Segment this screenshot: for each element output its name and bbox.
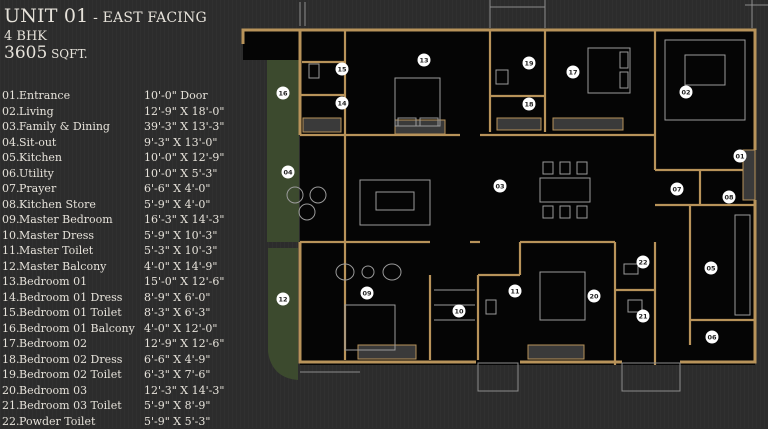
- room-label-text: 12: [278, 296, 287, 304]
- room-label-text: 18: [524, 101, 534, 109]
- room-label-text: 07: [672, 186, 681, 194]
- room-label-text: 08: [724, 194, 734, 202]
- room-label-text: 10: [454, 308, 464, 316]
- room-label-11: 11: [509, 285, 522, 298]
- room-label-04: 04: [282, 166, 295, 179]
- room-label-12: 12: [277, 293, 290, 306]
- room-label-text: 11: [510, 288, 520, 296]
- exterior-lines: [300, 0, 768, 28]
- room-label-text: 22: [638, 259, 647, 267]
- room-label-text: 20: [589, 293, 599, 301]
- room-label-07: 07: [671, 183, 684, 196]
- room-label-10: 10: [453, 305, 466, 318]
- room-label-18: 18: [523, 98, 536, 111]
- room-label-21: 21: [637, 310, 650, 323]
- room-label-14: 14: [336, 97, 349, 110]
- room-label-03: 03: [494, 180, 507, 193]
- room-label-text: 16: [278, 90, 288, 98]
- room-label-text: 19: [524, 60, 534, 68]
- room-label-05: 05: [705, 262, 718, 275]
- room-label-09: 09: [361, 287, 374, 300]
- room-label-15: 15: [336, 63, 349, 76]
- room-label-text: 21: [638, 313, 648, 321]
- room-label-text: 14: [337, 100, 347, 108]
- room-label-text: 13: [419, 57, 428, 65]
- room-label-06: 06: [706, 331, 719, 344]
- room-label-text: 03: [495, 183, 504, 191]
- room-label-17: 17: [567, 66, 580, 79]
- room-label-text: 09: [362, 290, 372, 298]
- sit-out: [267, 142, 299, 242]
- master-balcony: [268, 248, 298, 380]
- room-label-text: 02: [681, 89, 690, 97]
- room-label-19: 19: [523, 57, 536, 70]
- room-label-text: 06: [707, 334, 717, 342]
- room-label-text: 17: [568, 69, 577, 77]
- room-label-20: 20: [588, 290, 601, 303]
- room-label-16: 16: [277, 87, 290, 100]
- room-label-text: 15: [337, 66, 347, 74]
- floor-slab: [243, 30, 755, 365]
- room-label-01: 01: [734, 150, 747, 163]
- room-label-08: 08: [723, 191, 736, 204]
- room-label-02: 02: [680, 86, 693, 99]
- bottom-projections: [300, 363, 680, 391]
- room-label-text: 05: [706, 265, 716, 273]
- room-label-13: 13: [418, 54, 431, 67]
- room-label-22: 22: [637, 256, 650, 269]
- room-label-text: 01: [735, 153, 745, 161]
- room-label-text: 04: [283, 169, 293, 177]
